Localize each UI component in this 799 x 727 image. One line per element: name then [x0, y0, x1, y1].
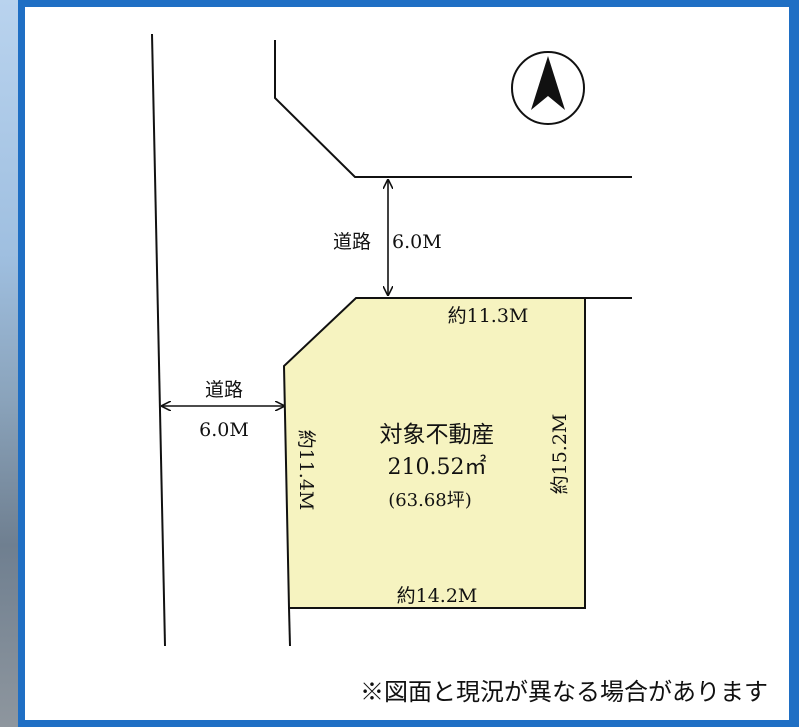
lot-right-side-length: 約15.2M — [549, 414, 571, 495]
lot-title: 対象不動産 — [380, 422, 495, 448]
background-photo-strip — [0, 0, 18, 727]
road-north-upper-edge — [274, 40, 632, 178]
north-arrow-icon — [511, 51, 585, 125]
disclaimer-note: ※図面と現況が異なる場合があります — [360, 678, 768, 706]
road-north-width: 6.0M — [392, 231, 442, 253]
lot-area: 210.52㎡ — [388, 454, 487, 480]
road-north-label: 道路 — [333, 231, 371, 253]
lot-left-side-length: 約11.4M — [295, 430, 317, 511]
road-west-label: 道路 — [205, 379, 243, 401]
road-west-width: 6.0M — [199, 419, 249, 441]
road-west-left-edge — [151, 33, 166, 647]
subject-lot-shape — [282, 297, 586, 609]
lot-bottom-side-length: 約14.2M — [397, 585, 478, 607]
lot-top-side-length: 約11.3M — [448, 305, 529, 327]
road-west-right-edge — [288, 607, 291, 647]
lot-area-tsubo: (63.68坪) — [388, 490, 472, 511]
